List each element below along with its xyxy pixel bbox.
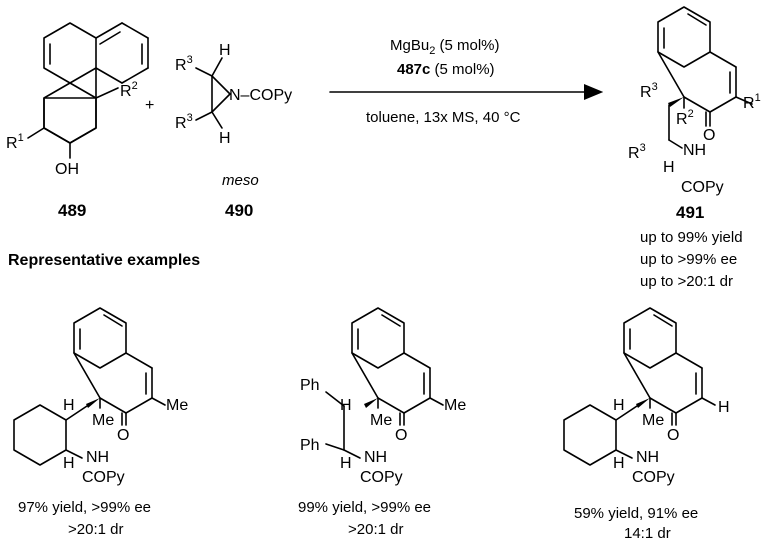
r1-label-489: R1 xyxy=(6,132,24,152)
copy-label-ex1: COPy xyxy=(82,469,125,486)
compound-label-491: 491 xyxy=(676,203,704,222)
ph-label-ex2-top: Ph xyxy=(300,377,320,394)
ligand-condition: 487c (5 mol%) xyxy=(397,61,495,78)
nh-label-ex2: NH xyxy=(364,449,387,466)
section-title: Representative examples xyxy=(8,252,200,269)
copy-label-ex3: COPy xyxy=(632,469,675,486)
summary-ee: up to >99% ee xyxy=(640,251,737,268)
copy-label-ex2: COPy xyxy=(360,469,403,486)
r3-label-490-top: R3 xyxy=(175,54,193,74)
me-label-ex1-a: Me xyxy=(92,412,114,429)
example-2-dr: >20:1 dr xyxy=(348,521,403,538)
h-label-ex2-top: H xyxy=(340,397,352,414)
r3-label-491-bottom: R3 xyxy=(628,142,646,162)
nh-label-ex1: NH xyxy=(86,449,109,466)
o-label-ex3: O xyxy=(667,427,679,444)
o-label-ex1: O xyxy=(117,427,129,444)
h-label-ex3-top: H xyxy=(613,397,625,414)
plus-sign: + xyxy=(145,97,154,114)
nh-label-ex3: NH xyxy=(636,449,659,466)
example-1-result: 97% yield, >99% ee xyxy=(18,499,151,516)
meso-label: meso xyxy=(222,172,259,189)
summary-yield: up to 99% yield xyxy=(640,229,743,246)
h-label-490-top: H xyxy=(219,42,231,59)
h-label-491: H xyxy=(663,159,675,176)
catalyst-condition: MgBu2 (5 mol%) xyxy=(390,37,500,57)
r3-label-491-top: R3 xyxy=(640,81,658,101)
example-1-dr: >20:1 dr xyxy=(68,521,123,538)
h-label-ex1-top: H xyxy=(63,397,75,414)
h-label-ex2-bottom: H xyxy=(340,455,352,472)
copy-label-491: COPy xyxy=(681,179,724,196)
r1-label-491: R1 xyxy=(743,92,761,112)
example-2-result: 99% yield, >99% ee xyxy=(298,499,431,516)
nh-label-491: NH xyxy=(683,142,706,159)
compound-label-489: 489 xyxy=(58,201,86,220)
o-label-491: O xyxy=(703,127,715,144)
h-label-ex3-vinyl: H xyxy=(718,399,730,416)
r2-label-491: R2 xyxy=(676,108,694,128)
example-3-dr: 14:1 dr xyxy=(624,525,671,542)
h-label-ex3-bottom: H xyxy=(613,455,625,472)
oh-label-489: OH xyxy=(55,161,79,178)
compound-label-490: 490 xyxy=(225,201,253,220)
ph-label-ex2-bottom: Ph xyxy=(300,437,320,454)
o-label-ex2: O xyxy=(395,427,407,444)
example-2-structure xyxy=(325,307,444,459)
solvent-condition: toluene, 13x MS, 40 °C xyxy=(366,109,521,126)
example-3-structure xyxy=(563,307,716,466)
me-label-ex2-a: Me xyxy=(370,412,392,429)
example-1-structure xyxy=(13,307,166,466)
h-label-490-bottom: H xyxy=(219,130,231,147)
n-copy-label-490: N–COPy xyxy=(229,87,292,104)
me-label-ex2-b: Me xyxy=(444,397,466,414)
compound-491 xyxy=(657,6,753,149)
compound-490 xyxy=(195,57,231,129)
me-label-ex1-b: Me xyxy=(166,397,188,414)
example-3-result: 59% yield, 91% ee xyxy=(574,505,698,522)
summary-dr: up to >20:1 dr xyxy=(640,273,733,290)
me-label-ex3: Me xyxy=(642,412,664,429)
h-label-ex1-bottom: H xyxy=(63,455,75,472)
r2-label-489: R2 xyxy=(120,80,138,100)
compound-489 xyxy=(27,22,149,159)
r3-label-490-bottom: R3 xyxy=(175,112,193,132)
